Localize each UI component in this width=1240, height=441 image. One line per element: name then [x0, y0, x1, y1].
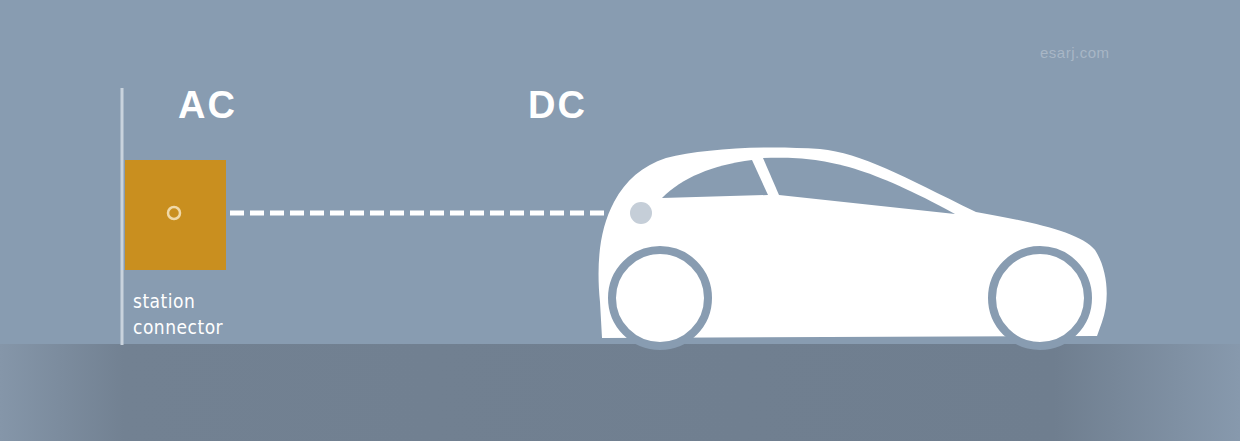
socket-symbol: [168, 207, 180, 219]
car-front-window: [763, 158, 955, 214]
charge-port: [630, 202, 652, 224]
connector-box: station connector: [125, 160, 226, 270]
car-illustration: [599, 147, 1107, 346]
current-type-label: DC: [528, 84, 587, 127]
rear-wheel: [612, 250, 708, 346]
charging-cable: [230, 211, 630, 216]
front-wheel: [992, 250, 1088, 346]
current-type-label: AC: [178, 84, 237, 127]
car-rear-window: [662, 160, 768, 198]
station-label: station connector: [133, 288, 245, 340]
wall-line: [121, 88, 124, 345]
watermark: esarj.com: [1040, 44, 1110, 61]
ground-band: [0, 344, 1240, 441]
